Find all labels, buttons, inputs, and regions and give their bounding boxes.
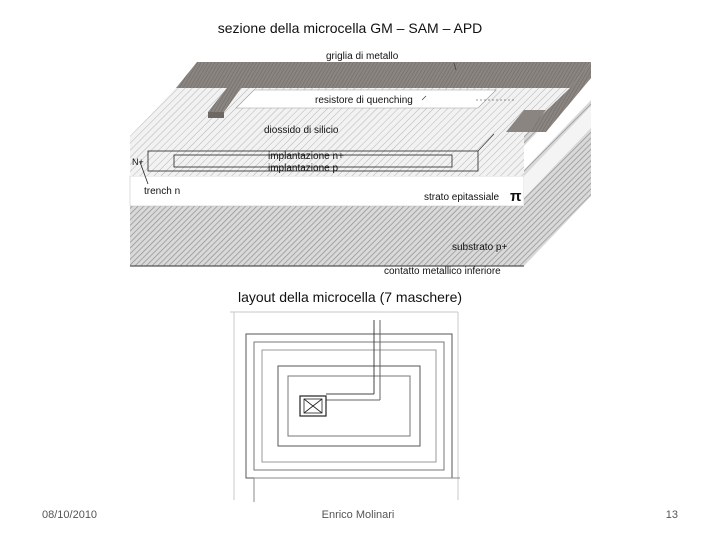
side-face-epi-band <box>524 106 591 198</box>
quenching-resistor <box>235 89 497 109</box>
label-implant-n: implantazione n+ <box>268 151 344 162</box>
cross-section-title: sezione della microcella GM – SAM – APD <box>217 20 483 36</box>
mask-rect-5 <box>287 375 411 437</box>
label-substrate: substrato p+ <box>452 242 507 253</box>
footer-date: 08/10/2010 <box>42 509 98 521</box>
contact-cross-b <box>303 398 323 414</box>
metal-grid-finger <box>208 84 244 112</box>
side-face-light-band <box>524 76 591 170</box>
contact-pad <box>299 395 327 417</box>
label-implant-p: implantazione p <box>268 163 338 174</box>
footer-page-number: 13 <box>665 509 678 521</box>
substrate-layer <box>130 206 524 266</box>
trench-pointer-line <box>139 161 149 185</box>
epitaxial-layer <box>129 175 525 207</box>
leader-metal-grid <box>453 62 457 71</box>
label-trench-n: trench n <box>144 186 180 197</box>
mask-rect-4 <box>277 365 421 447</box>
label-back-contact: contatto metallico inferiore <box>384 266 501 277</box>
metal-grid-right <box>524 62 591 132</box>
microcell-layout-diagram <box>230 310 462 502</box>
metal-grid-back <box>176 62 591 88</box>
metal-finger-edge <box>208 112 224 118</box>
implant-n-outline <box>147 150 479 172</box>
layout-title: layout della microcella (7 maschere) <box>237 289 463 305</box>
label-quenching-resistor: resistore di quenching <box>315 95 413 106</box>
mask-rect-2 <box>253 341 445 471</box>
label-metal-grid: griglia di metallo <box>326 51 399 62</box>
label-silicon-dioxide: diossido di silicio <box>264 125 339 136</box>
junction-edge <box>477 133 495 152</box>
mask-rect-3 <box>261 349 437 463</box>
implant-p-outline <box>173 154 453 168</box>
label-epitaxial-layer: strato epitassiale <box>424 192 499 203</box>
oxide-front-face <box>130 136 524 176</box>
label-pi-symbol: π <box>510 188 522 205</box>
footer-author: Enrico Molinari <box>321 509 395 521</box>
microcell-cross-section-diagram: griglia di metallo resistore di quenchin… <box>129 51 591 277</box>
leader-resistor <box>421 95 427 101</box>
metal-grid-corner <box>506 110 546 132</box>
contact-pad-inner <box>303 398 323 414</box>
layout-background <box>230 310 462 502</box>
label-n-plus: N+ <box>132 157 144 167</box>
